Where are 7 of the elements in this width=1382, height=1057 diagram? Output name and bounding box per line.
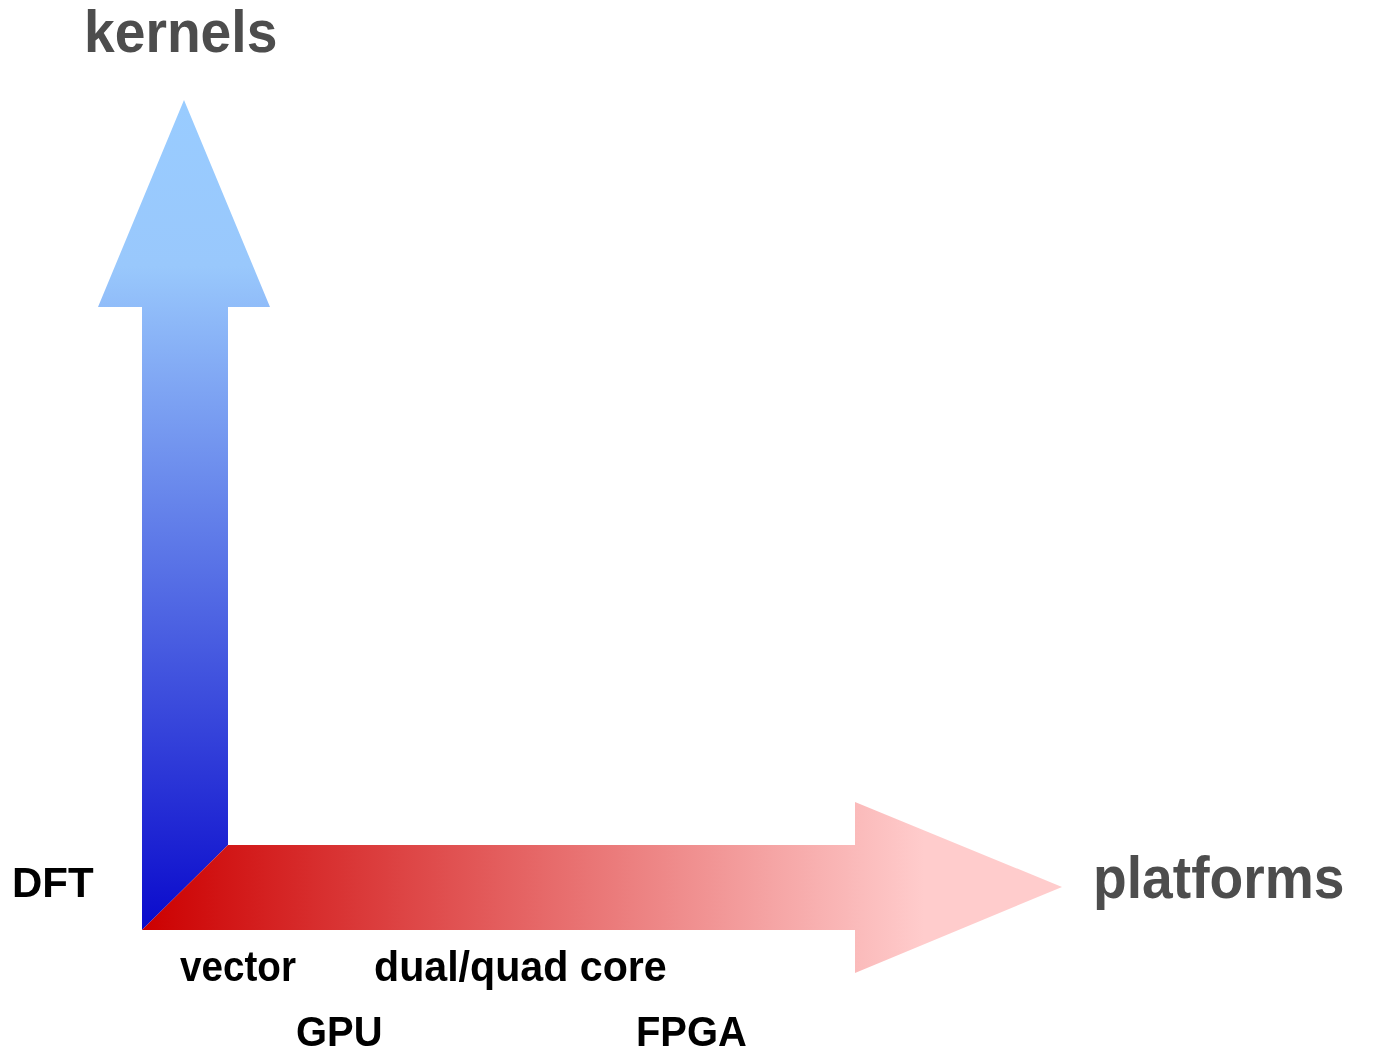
origin-label: DFT [12,862,94,904]
axis-tick-label: FPGA [636,1011,747,1053]
axis-tick-label: GPU [296,1011,383,1053]
axis-title: platforms [1093,848,1345,908]
axis-title: kernels [84,2,278,62]
axis-tick-label: dual/quad core [374,946,667,988]
axis-tick-label: vector [180,946,296,988]
